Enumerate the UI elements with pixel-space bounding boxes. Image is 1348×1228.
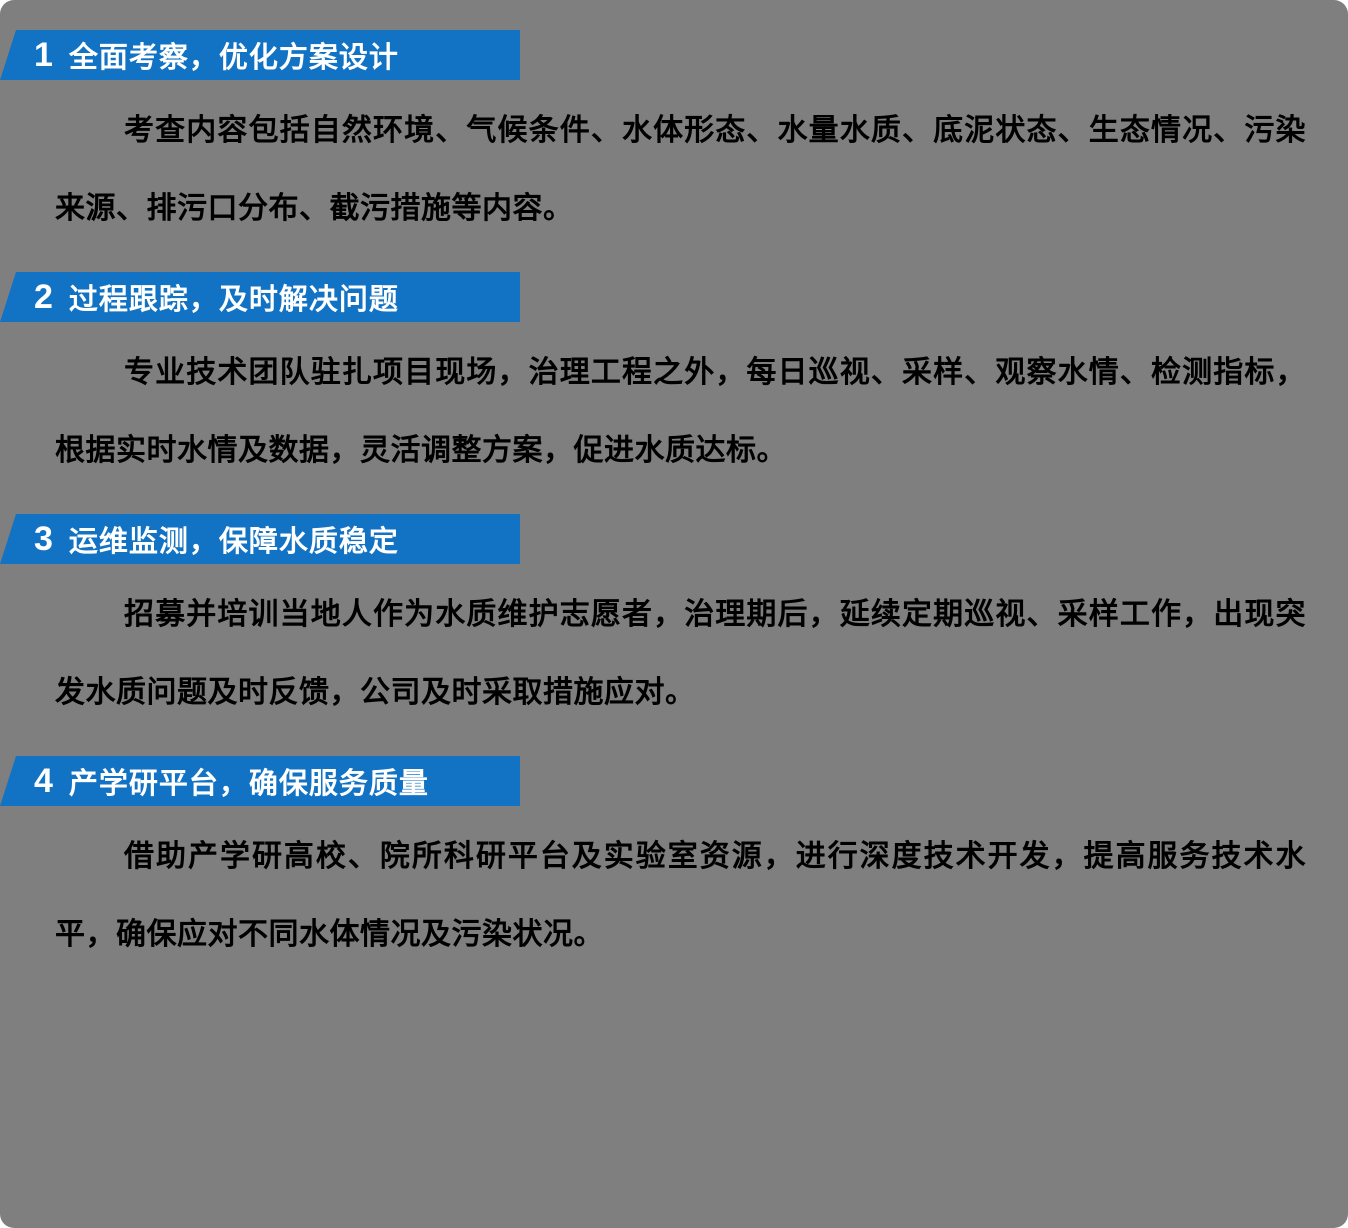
section-2-body: 专业技术团队驻扎项目现场，治理工程之外，每日巡视、采样、观察水情、检测指标，根据… — [55, 356, 1306, 467]
section-4: 4 产学研平台，确保服务质量 借助产学研高校、院所科研平台及实验室资源，进行深度… — [0, 756, 1348, 974]
section-4-body: 借助产学研高校、院所科研平台及实验室资源，进行深度技术开发，提高服务技术水平，确… — [55, 840, 1306, 951]
section-1-title: 全面考察，优化方案设计 — [68, 42, 399, 74]
section-4-number: 4 — [34, 762, 53, 800]
section-1: 1 全面考察，优化方案设计 考查内容包括自然环境、气候条件、水体形态、水量水质、… — [0, 30, 1348, 248]
section-3-title: 运维监测，保障水质稳定 — [68, 526, 399, 558]
section-2: 2 过程跟踪，及时解决问题 专业技术团队驻扎项目现场，治理工程之外，每日巡视、采… — [0, 272, 1348, 490]
section-3-banner: 3 运维监测，保障水质稳定 — [0, 514, 520, 564]
section-2-title: 过程跟踪，及时解决问题 — [68, 284, 399, 316]
section-3-body: 招募并培训当地人作为水质维护志愿者，治理期后，延续定期巡视、采样工作，出现突发水… — [55, 598, 1306, 709]
section-4-banner: 4 产学研平台，确保服务质量 — [0, 756, 520, 806]
section-3: 3 运维监测，保障水质稳定 招募并培训当地人作为水质维护志愿者，治理期后，延续定… — [0, 514, 1348, 732]
section-3-number: 3 — [34, 520, 53, 558]
section-1-banner: 1 全面考察，优化方案设计 — [0, 30, 520, 80]
section-4-title: 产学研平台，确保服务质量 — [68, 768, 429, 800]
section-2-banner: 2 过程跟踪，及时解决问题 — [0, 272, 520, 322]
section-1-number: 1 — [34, 36, 53, 74]
section-2-number: 2 — [34, 278, 53, 316]
section-1-body: 考查内容包括自然环境、气候条件、水体形态、水量水质、底泥状态、生态情况、污染来源… — [55, 114, 1306, 225]
